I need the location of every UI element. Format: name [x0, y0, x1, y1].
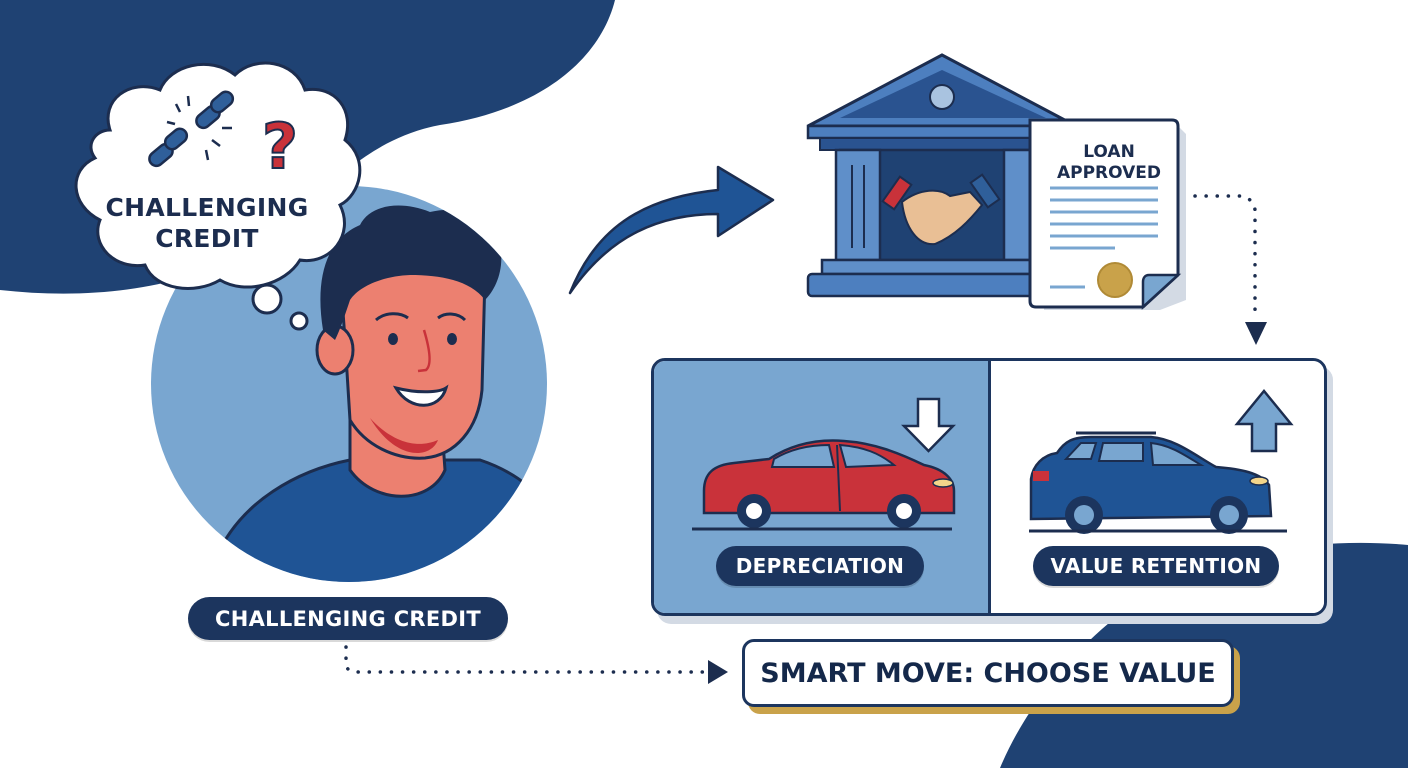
broken-chain-icon	[148, 90, 235, 168]
gold-seal-icon	[1097, 262, 1133, 298]
handshake-icon	[881, 173, 1001, 246]
depreciation-side: DEPRECIATION	[654, 361, 991, 613]
depreciation-label: DEPRECIATION	[735, 554, 905, 578]
arrow-down-icon	[901, 397, 956, 453]
depreciation-label-pill: DEPRECIATION	[716, 546, 924, 586]
loan-approved-title: LOAN APPROVED	[1056, 142, 1162, 183]
cloud-title: CHALLENGING CREDIT	[105, 193, 309, 253]
red-sedan-icon	[692, 397, 956, 531]
value-retention-side: VALUE RETENTION	[991, 361, 1324, 613]
smart-move-text: SMART MOVE: CHOOSE VALUE	[760, 657, 1216, 689]
arrow-up-icon	[1234, 389, 1294, 453]
person-label-text: CHALLENGING CREDIT	[215, 606, 481, 631]
value-retention-label-pill: VALUE RETENTION	[1033, 546, 1279, 586]
blue-suv-icon	[1029, 389, 1294, 534]
question-mark-icon: ?	[262, 110, 298, 183]
smart-move-banner: SMART MOVE: CHOOSE VALUE	[742, 639, 1234, 707]
arrow-right-head-icon	[708, 660, 728, 684]
arrow-down-head-icon	[1245, 322, 1267, 345]
value-retention-label: VALUE RETENTION	[1050, 554, 1262, 578]
person-label-pill: CHALLENGING CREDIT	[188, 597, 508, 640]
comparison-panel: DEPRECIATION VALUE RETENTION	[651, 358, 1327, 616]
